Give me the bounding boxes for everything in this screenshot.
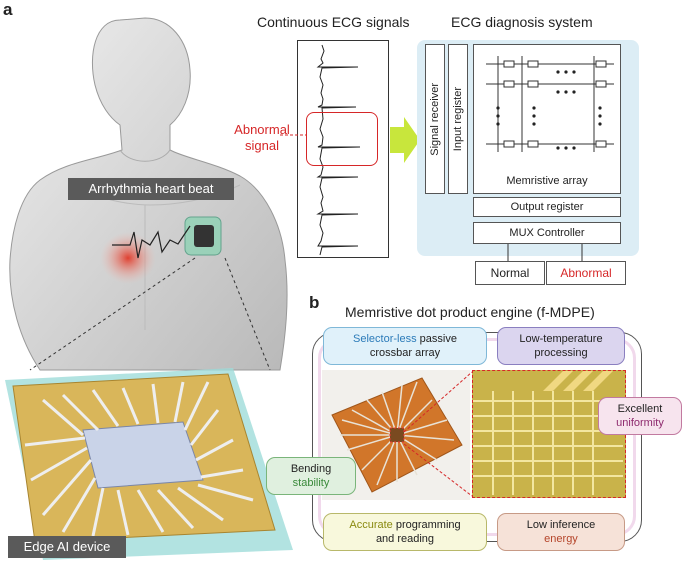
stability-word: stability [292, 477, 330, 489]
abnormal-output-box: Abnormal [546, 261, 626, 285]
panel-b-title: Memristive dot product engine (f-MDPE) [345, 304, 595, 320]
accurate-programming-pill: Accurate programming and reading [323, 513, 487, 551]
edge-ai-label: Edge AI device [8, 536, 126, 558]
abnormal-signal-line1: Abnormal [234, 122, 290, 137]
normal-output-box: Normal [475, 261, 545, 285]
low-inference-energy-pill: Low inference energy [497, 513, 625, 551]
low-temperature-line1: Low-temperature [519, 333, 603, 345]
excellent-line1: Excellent [617, 403, 663, 415]
zoom-lines [403, 371, 473, 497]
panel-b-letter: b [309, 293, 320, 312]
output-register-label: Output register [510, 201, 584, 213]
abnormal-output-label: Abnormal [560, 266, 612, 280]
selector-less-rest: passive [416, 333, 457, 345]
ecg-signal-box [297, 40, 389, 258]
input-register-box: Input register [448, 44, 468, 194]
accurate-line2: and reading [375, 533, 435, 545]
arrhythmia-label: Arrhythmia heart beat [68, 178, 234, 200]
bending-line1: Bending [290, 463, 332, 475]
signal-receiver-label: Signal receiver [429, 82, 441, 156]
energy-word: energy [544, 533, 578, 545]
callout-lines [29, 257, 271, 371]
output-register-box: Output register [473, 197, 621, 217]
ecg-title: Continuous ECG signals [257, 14, 410, 30]
selector-less-line2: crossbar array [369, 347, 441, 359]
diag-title: ECG diagnosis system [451, 14, 593, 30]
microscope-image-art [473, 371, 623, 495]
ecg-trace [316, 44, 361, 256]
signal-receiver-box: Signal receiver [425, 44, 445, 194]
selector-less-highlight: Selector-less [353, 333, 417, 345]
normal-label: Normal [490, 266, 530, 280]
abnormal-signal-label: Abnormal signal [228, 122, 296, 154]
mux-output-lines [507, 244, 583, 262]
memristive-array-label: Memristive array [506, 175, 588, 187]
uniformity-word: uniformity [616, 417, 664, 429]
accurate-rest: programming [392, 519, 461, 531]
mux-controller-box: MUX Controller [473, 222, 621, 244]
input-register-label: Input register [452, 86, 464, 152]
edge-ai-device-illustration [5, 368, 293, 560]
mux-controller-label: MUX Controller [509, 227, 585, 239]
abnormal-highlight-box [306, 112, 378, 166]
flow-arrow [390, 117, 420, 163]
microscope-image [472, 370, 626, 498]
crossbar-grid [486, 56, 614, 152]
abnormal-signal-line2: signal [245, 138, 279, 153]
device-photo-art [331, 377, 463, 493]
panel-a-letter: a [3, 0, 13, 19]
excellent-uniformity-pill: Excellent uniformity [598, 397, 682, 435]
selector-less-pill: Selector-less passive crossbar array [323, 327, 487, 365]
abnormal-dash-connector [280, 134, 306, 136]
accurate-highlight: Accurate [349, 519, 393, 531]
low-inference-line1: Low inference [526, 519, 596, 531]
low-temperature-line2: processing [534, 347, 588, 359]
low-temperature-pill: Low-temperature processing [497, 327, 625, 365]
bending-stability-pill: Bending stability [266, 457, 356, 495]
